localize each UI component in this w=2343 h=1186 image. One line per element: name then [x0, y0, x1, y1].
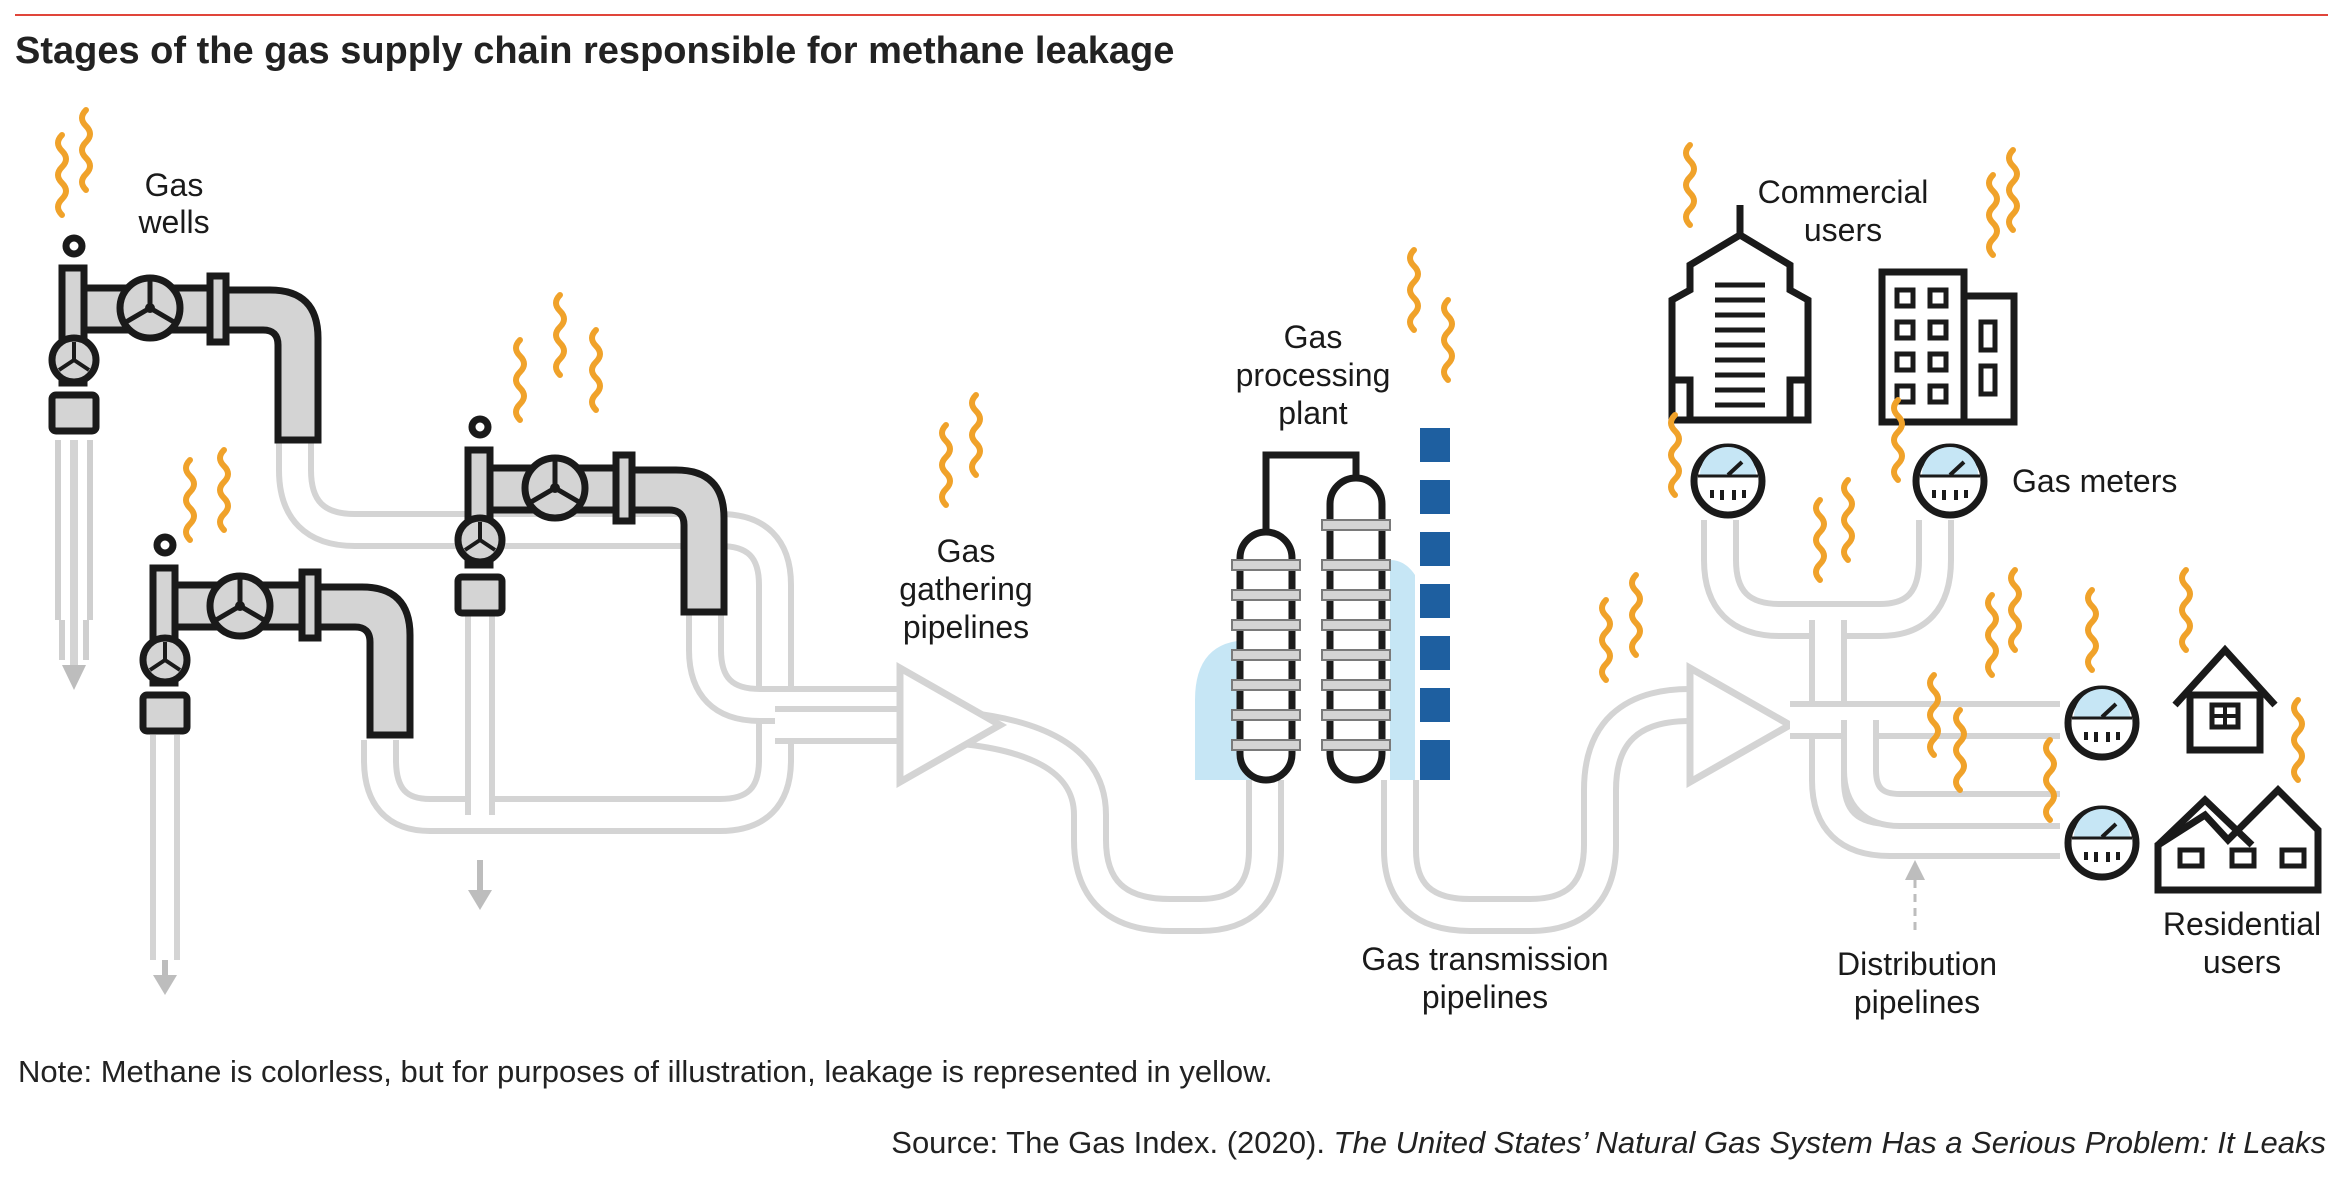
svg-text:pipelines: pipelines — [903, 609, 1029, 645]
gas-well-1 — [48, 234, 322, 444]
label-gas-processing-plant: Gas processing plant — [1236, 319, 1391, 431]
gas-well-3 — [454, 415, 728, 617]
label-gas-transmission-pipelines: Gas transmission pipelines — [1361, 941, 1608, 1015]
diagram-title: Stages of the gas supply chain responsib… — [15, 30, 1175, 72]
top-rule — [15, 14, 2328, 16]
gas-well-2 — [139, 533, 414, 739]
svg-text:pipelines: pipelines — [1854, 984, 1980, 1020]
svg-text:Commercial: Commercial — [1758, 174, 1929, 210]
note-text: Note: Methane is colorless, but for purp… — [18, 1054, 1273, 1089]
distribution-pipelines — [1701, 520, 2060, 930]
svg-text:users: users — [2203, 944, 2281, 980]
svg-text:Gas: Gas — [1284, 319, 1343, 355]
chimney — [1420, 428, 1450, 780]
svg-text:processing: processing — [1236, 357, 1391, 393]
label-gas-meters: Gas meters — [2012, 463, 2177, 499]
label-gas-gathering-pipelines: Gas gathering pipelines — [899, 533, 1032, 645]
label-commercial-users: Commercial users — [1758, 174, 1929, 248]
gas-meter-icon — [2064, 685, 2140, 761]
gas-meter-icon — [1912, 443, 1988, 519]
svg-text:Residential: Residential — [2163, 906, 2321, 942]
plant-rings — [1231, 519, 1391, 751]
gas-meter-icon — [1690, 443, 1766, 519]
house-large — [2154, 785, 2322, 894]
svg-text:gathering: gathering — [899, 571, 1032, 607]
source-text: Source: The Gas Index. (2020). The Unite… — [891, 1125, 2326, 1161]
label-residential-users: Residential users — [2163, 906, 2321, 980]
well-shafts — [55, 440, 495, 995]
gas-meter-icon — [2064, 805, 2140, 881]
label-distribution-pipelines: Distribution pipelines — [1837, 946, 1997, 1020]
gathering-pipelines — [276, 440, 1284, 934]
svg-text:pipelines: pipelines — [1422, 979, 1548, 1015]
svg-text:Gas: Gas — [145, 167, 204, 203]
svg-text:Gas transmission: Gas transmission — [1361, 941, 1608, 977]
source-prefix: Source: The Gas Index. (2020). — [891, 1125, 1334, 1160]
commercial-building-tower — [1668, 205, 1812, 424]
svg-text:Gas: Gas — [937, 533, 996, 569]
svg-text:wells: wells — [137, 204, 209, 240]
transmission-pipelines — [1381, 661, 1798, 934]
source-title: The United States’ Natural Gas System Ha… — [1333, 1125, 2326, 1160]
svg-text:plant: plant — [1278, 395, 1348, 431]
house-small — [2172, 644, 2278, 754]
svg-text:users: users — [1804, 212, 1882, 248]
label-gas-wells: Gas wells — [137, 167, 209, 240]
commercial-building-office — [1878, 268, 2018, 426]
svg-text:Distribution: Distribution — [1837, 946, 1997, 982]
gas-processing-plant — [1195, 428, 1450, 784]
